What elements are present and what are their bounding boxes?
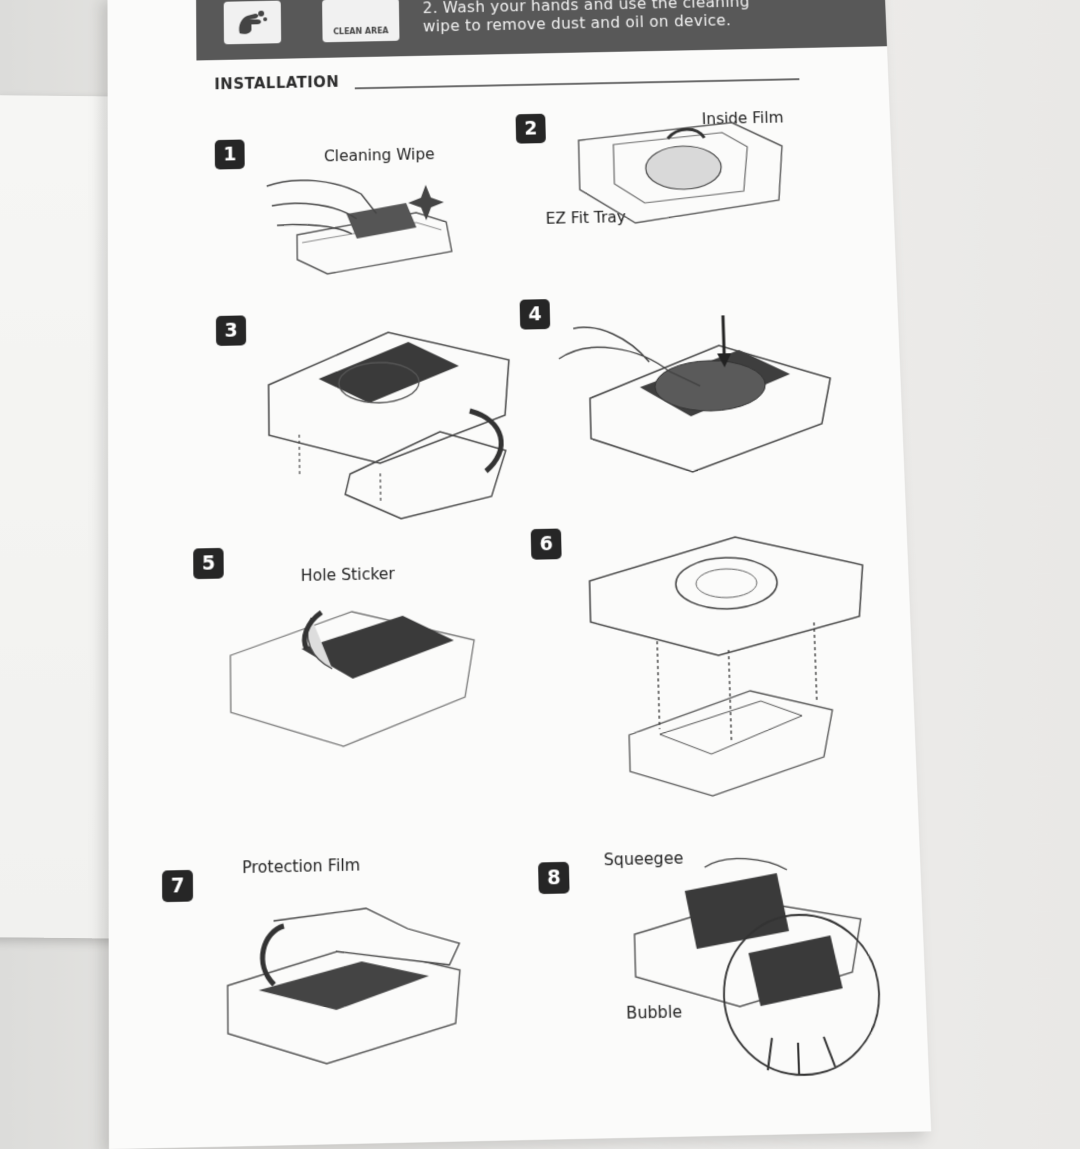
step-1-illustration [267,163,458,276]
step-2-badge: 2 [515,113,546,144]
header-bar: CLEAN AREA 2. Wash your hands and use th… [196,0,887,61]
step-5-illustration [220,594,487,755]
step-2-illustration [573,116,795,229]
step-5-badge: 5 [193,547,224,580]
hole-sticker-label: Hole Sticker [300,564,396,586]
step-6-illustration [583,534,876,809]
step-6-badge: 6 [530,528,562,560]
step-7-illustration [212,885,483,1072]
step-3-illustration [258,320,522,517]
section-title: INSTALLATION [214,73,340,94]
clean-area-label: CLEAN AREA [333,26,389,37]
instruction-card: CLEAN AREA 2. Wash your hands and use th… [107,0,932,1149]
cleaning-wipe-label: Cleaning Wipe [323,145,435,166]
step-3-badge: 3 [215,315,247,346]
title-divider [354,78,800,89]
step-4-illustration [548,303,834,480]
wash-instruction: 2. Wash your hands and use the cleaning … [422,0,750,36]
protection-film-label: Protection Film [242,855,361,878]
step-8-illustration [622,855,898,1084]
clean-area-icon: CLEAN AREA [322,0,400,43]
hand-wash-icon [223,0,282,45]
step-4-badge: 4 [519,299,551,330]
step-7-badge: 7 [162,869,194,903]
step-1-badge: 1 [214,139,245,170]
step-8-badge: 8 [538,861,570,895]
